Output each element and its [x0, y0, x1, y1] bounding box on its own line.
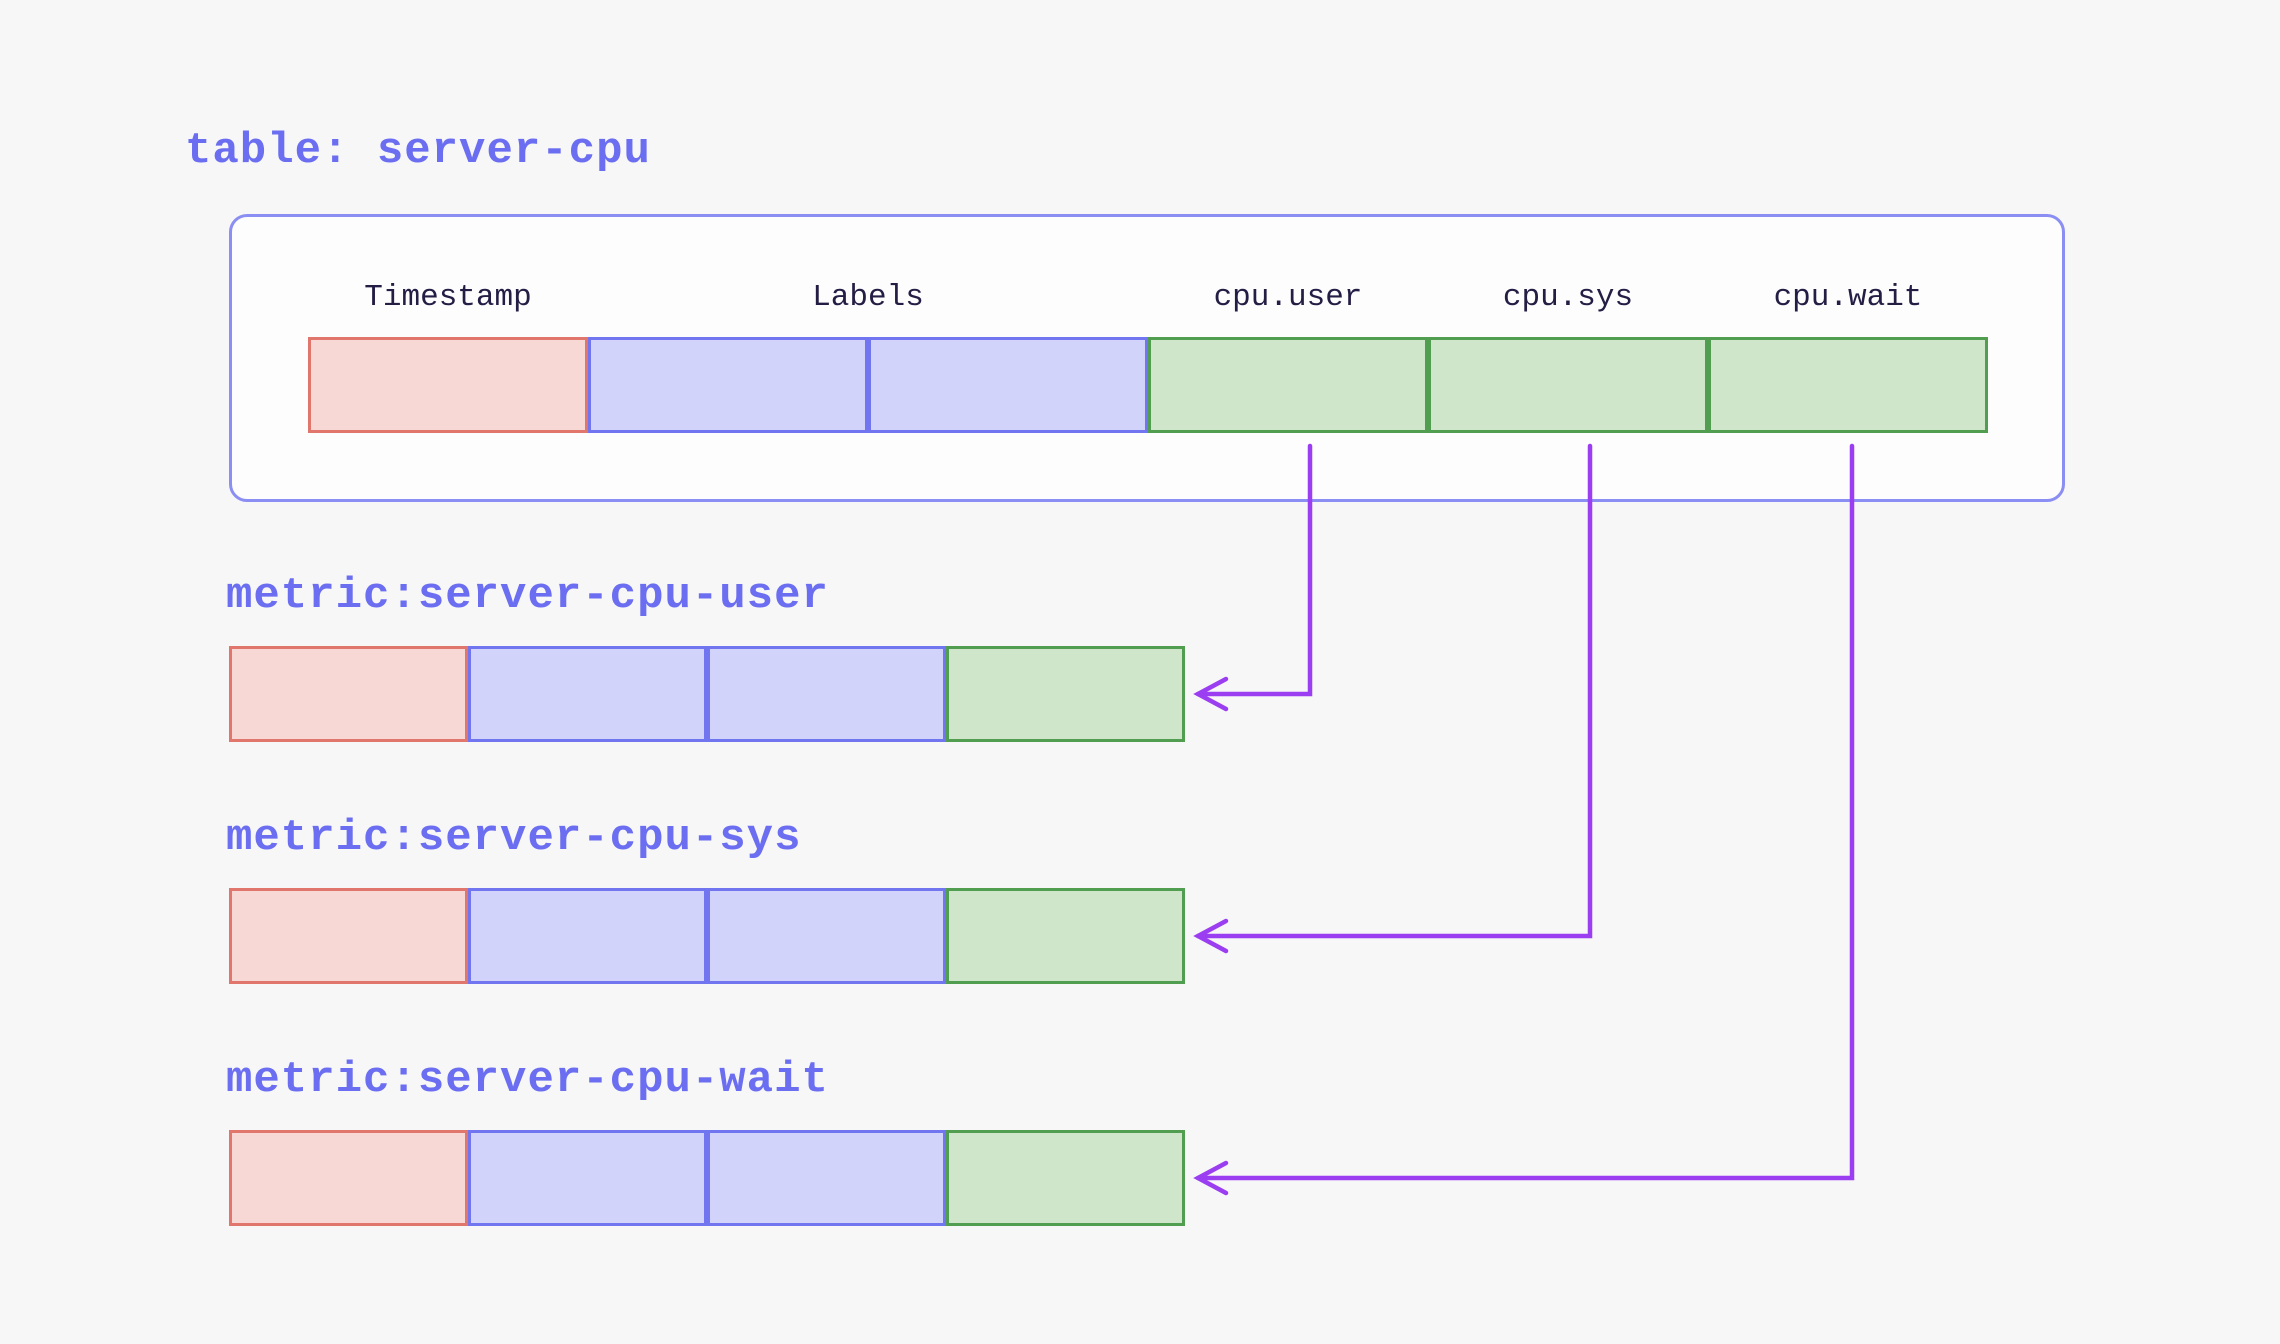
- table-cell-labels-2: [868, 337, 1148, 433]
- table-cell-timestamp: [308, 337, 588, 433]
- table-cell-cpu-user: [1148, 337, 1428, 433]
- column-header-timestamp: Timestamp: [364, 280, 532, 315]
- metric-sys-cell-label-2: [707, 888, 946, 984]
- metric-user-cell-timestamp: [229, 646, 468, 742]
- table-cell-labels-1: [588, 337, 868, 433]
- column-header-labels: Labels: [812, 280, 924, 315]
- metric-wait-cell-label-2: [707, 1130, 946, 1226]
- metric-user-cell-value: [946, 646, 1185, 742]
- table-title: table: server-cpu: [185, 126, 651, 176]
- column-header-cpu-wait: cpu.wait: [1773, 280, 1923, 315]
- column-header-cpu-user: cpu.user: [1213, 280, 1363, 315]
- metric-title-wait: metric:server-cpu-wait: [226, 1055, 829, 1105]
- table-cell-cpu-wait: [1708, 337, 1988, 433]
- arrow-cpu-sys-to-metric-sys: [1193, 443, 1593, 954]
- table-cell-cpu-sys: [1428, 337, 1708, 433]
- metric-user-cell-label-1: [468, 646, 707, 742]
- metric-wait-cell-label-1: [468, 1130, 707, 1226]
- metric-sys-cell-label-1: [468, 888, 707, 984]
- metric-wait-cell-value: [946, 1130, 1185, 1226]
- column-header-cpu-sys: cpu.sys: [1502, 280, 1634, 315]
- metric-title-user: metric:server-cpu-user: [226, 571, 829, 621]
- metric-title-sys: metric:server-cpu-sys: [226, 813, 802, 863]
- metric-sys-cell-value: [946, 888, 1185, 984]
- arrow-cpu-wait-to-metric-wait: [1193, 443, 1855, 1196]
- metric-user-cell-label-2: [707, 646, 946, 742]
- metric-sys-cell-timestamp: [229, 888, 468, 984]
- metric-wait-cell-timestamp: [229, 1130, 468, 1226]
